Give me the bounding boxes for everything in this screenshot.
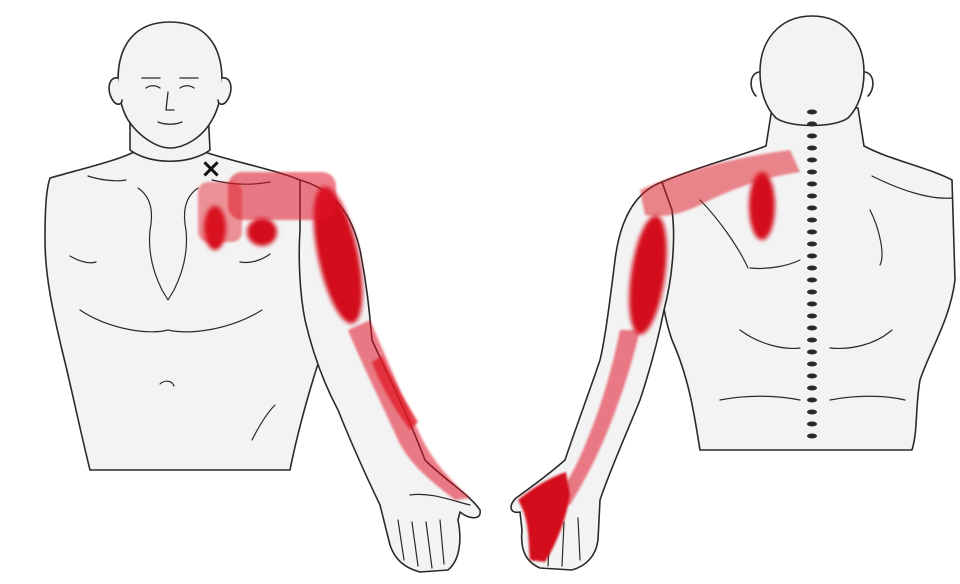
pain-zone-front-chest-lateral <box>247 218 277 246</box>
back-torso-outline <box>658 108 955 450</box>
back-ear-left <box>751 72 760 96</box>
trigger-point-marker: × <box>200 154 222 184</box>
back-ear-right <box>864 72 873 96</box>
back-head <box>760 16 864 126</box>
front-view-figure <box>45 22 480 572</box>
